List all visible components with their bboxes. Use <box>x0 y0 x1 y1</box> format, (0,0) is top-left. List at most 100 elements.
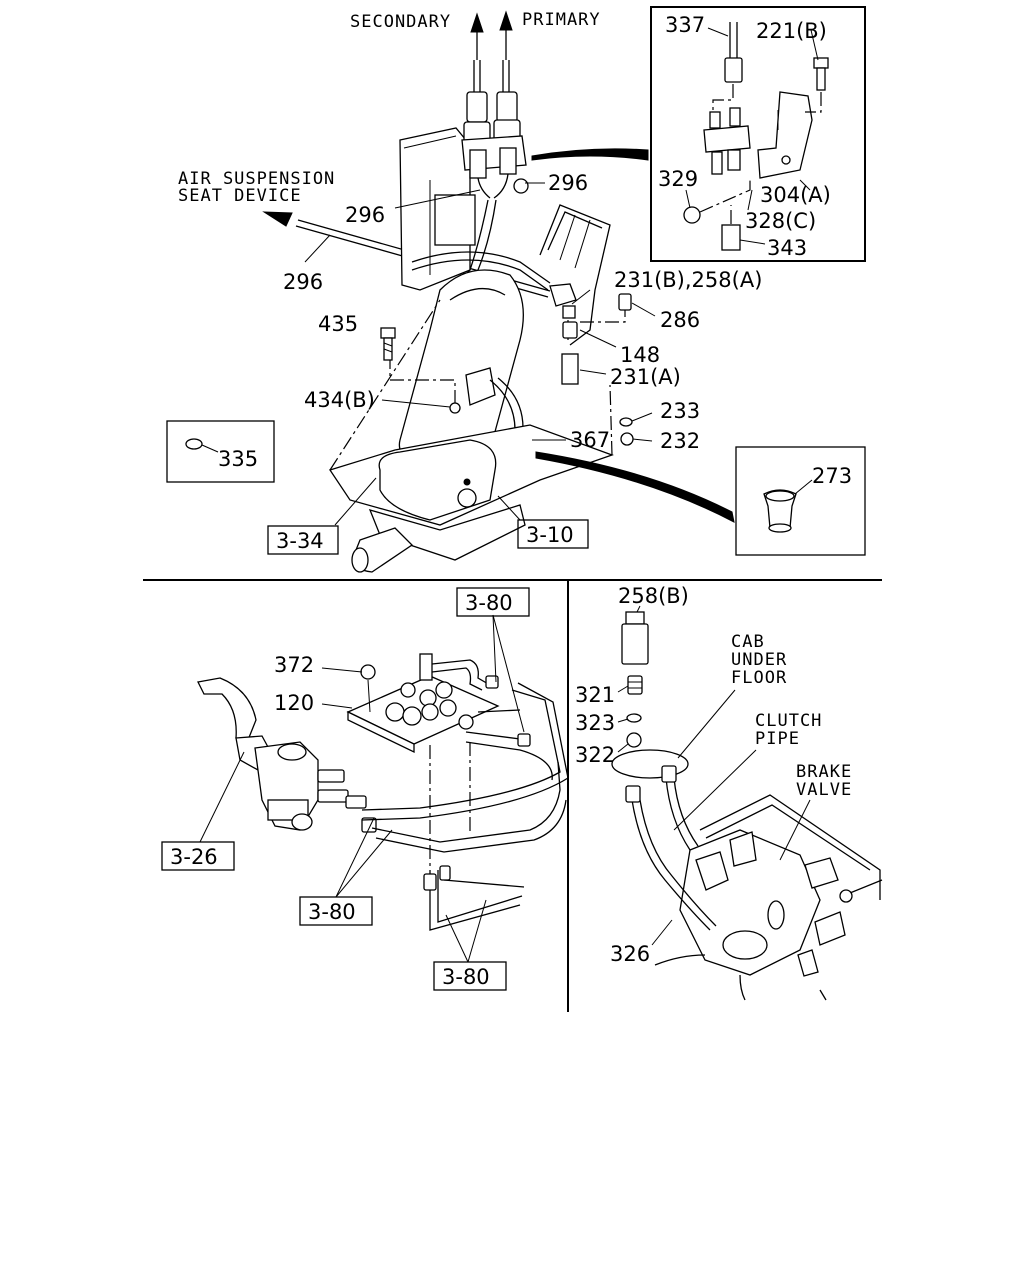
inset-box-335: 335 <box>166 420 275 483</box>
left-valve-assembly <box>197 677 377 833</box>
leader-line-232 <box>632 438 653 442</box>
callout-120: 120 <box>274 691 314 715</box>
leader-line-231b <box>571 289 591 305</box>
ref-3-80-top-text: 3-80 <box>465 591 513 615</box>
part-286-plug <box>618 293 632 311</box>
leader-line-clutch-pipe <box>673 749 757 831</box>
leader-line-258b <box>636 605 641 613</box>
callout-258b: 258(B) <box>618 584 689 608</box>
brake-label-line1: BRAKE <box>796 762 852 782</box>
part-233-washer <box>619 417 633 427</box>
ref-box-3-26[interactable]: 3-26 <box>161 841 235 871</box>
inset-box-273: 273 <box>735 446 866 556</box>
cab-label-line2: UNDER <box>731 650 787 670</box>
clutch-label-line2: PIPE <box>755 729 800 749</box>
callout-322: 322 <box>575 743 615 767</box>
ref-box-3-10[interactable]: 3-10 <box>517 519 589 549</box>
callout-372: 372 <box>274 653 314 677</box>
ref-box-3-34[interactable]: 3-34 <box>267 525 339 555</box>
brake-label-line2: VALVE <box>796 780 852 800</box>
ref-3-80-bottom-text: 3-80 <box>442 965 490 989</box>
part-148-fitting <box>562 305 578 339</box>
grommet-connector <box>535 451 735 523</box>
callout-233: 233 <box>660 399 700 423</box>
air-suspension-label-line2: SEAT DEVICE <box>178 186 302 206</box>
base-plate <box>328 424 614 573</box>
leader-line-brake-valve <box>779 799 811 861</box>
leader-3-80-mid-b <box>335 829 393 898</box>
leader-line-3-26 <box>199 751 245 843</box>
leader-line-296-left <box>304 234 331 263</box>
callout-231a: 231(A) <box>610 365 681 389</box>
leader-mount-left <box>329 299 441 471</box>
callout-273: 273 <box>812 464 852 488</box>
callout-296-top: 296 <box>548 171 588 195</box>
leader-line-148 <box>579 329 617 348</box>
callout-323: 323 <box>575 711 615 735</box>
leader-3-80-bot-b <box>467 899 487 963</box>
callout-232: 232 <box>660 429 700 453</box>
right-fitting-stack <box>621 611 649 748</box>
secondary-label: SECONDARY <box>350 12 451 32</box>
leader-3-80-mid-a <box>335 817 375 898</box>
leader-435 <box>389 355 456 410</box>
callout-337: 337 <box>665 13 705 37</box>
callout-367: 367 <box>570 428 610 452</box>
leader-mount-right <box>609 384 613 456</box>
leader-line-372 <box>321 667 363 673</box>
primary-arrow <box>499 10 513 60</box>
leader-3-80-bot-a <box>445 914 469 963</box>
leader-286 <box>580 305 626 323</box>
leader-line-434b <box>381 399 451 408</box>
callout-328c: 328(C) <box>745 209 816 233</box>
inset-box-valve-bracket: 337 221(B) 329 304(A) 328(C) 343 <box>650 6 866 262</box>
leader-3-80-top-a <box>492 614 497 683</box>
primary-label: PRIMARY <box>522 10 601 30</box>
callout-326: 326 <box>610 942 650 966</box>
air-suspension-label-line1: AIR SUSPENSION <box>178 169 335 189</box>
secondary-arrow <box>470 12 484 60</box>
leader-line-286 <box>631 302 656 317</box>
callout-286: 286 <box>660 308 700 332</box>
leader-line-3-34 <box>334 477 377 526</box>
ref-box-3-80-mid[interactable]: 3-80 <box>299 896 373 926</box>
valve-block-120 <box>346 653 500 754</box>
valve-inset-connector <box>531 148 649 161</box>
ref-box-3-80-top[interactable]: 3-80 <box>456 587 530 617</box>
leader-line-296-mid <box>394 189 481 209</box>
leader-line-cab-floor <box>677 689 736 759</box>
ref-box-3-80-bottom[interactable]: 3-80 <box>433 961 507 991</box>
ref-3-26-text: 3-26 <box>170 845 218 869</box>
ref-3-34-text: 3-34 <box>276 529 324 553</box>
cab-label-line3: FLOOR <box>731 668 787 688</box>
callout-231b-258a: 231(B),258(A) <box>614 268 762 292</box>
cab-label-line1: CAB <box>731 632 765 652</box>
leader-line-321 <box>617 685 629 693</box>
leader-3-80-top-b <box>492 614 525 733</box>
leader-line-3-10 <box>497 495 521 521</box>
ref-3-80-mid-text: 3-80 <box>308 900 356 924</box>
air-tubes <box>361 675 569 931</box>
leader-line-120 <box>321 703 353 709</box>
part-434b-clip <box>449 402 461 414</box>
callout-343: 343 <box>767 236 807 260</box>
callout-435: 435 <box>318 312 358 336</box>
callout-304a: 304(A) <box>760 183 831 207</box>
callout-321: 321 <box>575 683 615 707</box>
leader-line-322 <box>617 743 629 753</box>
callout-296-mid: 296 <box>345 203 385 227</box>
callout-329: 329 <box>658 167 698 191</box>
brake-valve-assembly <box>625 765 883 1001</box>
floor-duct <box>539 204 611 346</box>
leader-line-231a <box>579 369 607 375</box>
leader-line-326 <box>651 919 673 946</box>
part-435-bolt <box>380 327 396 361</box>
ref-3-10-text: 3-10 <box>526 523 574 547</box>
callout-296-left: 296 <box>283 270 323 294</box>
callout-335: 335 <box>218 447 258 471</box>
cab-panel <box>399 127 476 291</box>
callout-221b: 221(B) <box>756 19 827 43</box>
part-231a-union <box>561 353 579 385</box>
callout-148: 148 <box>620 343 660 367</box>
